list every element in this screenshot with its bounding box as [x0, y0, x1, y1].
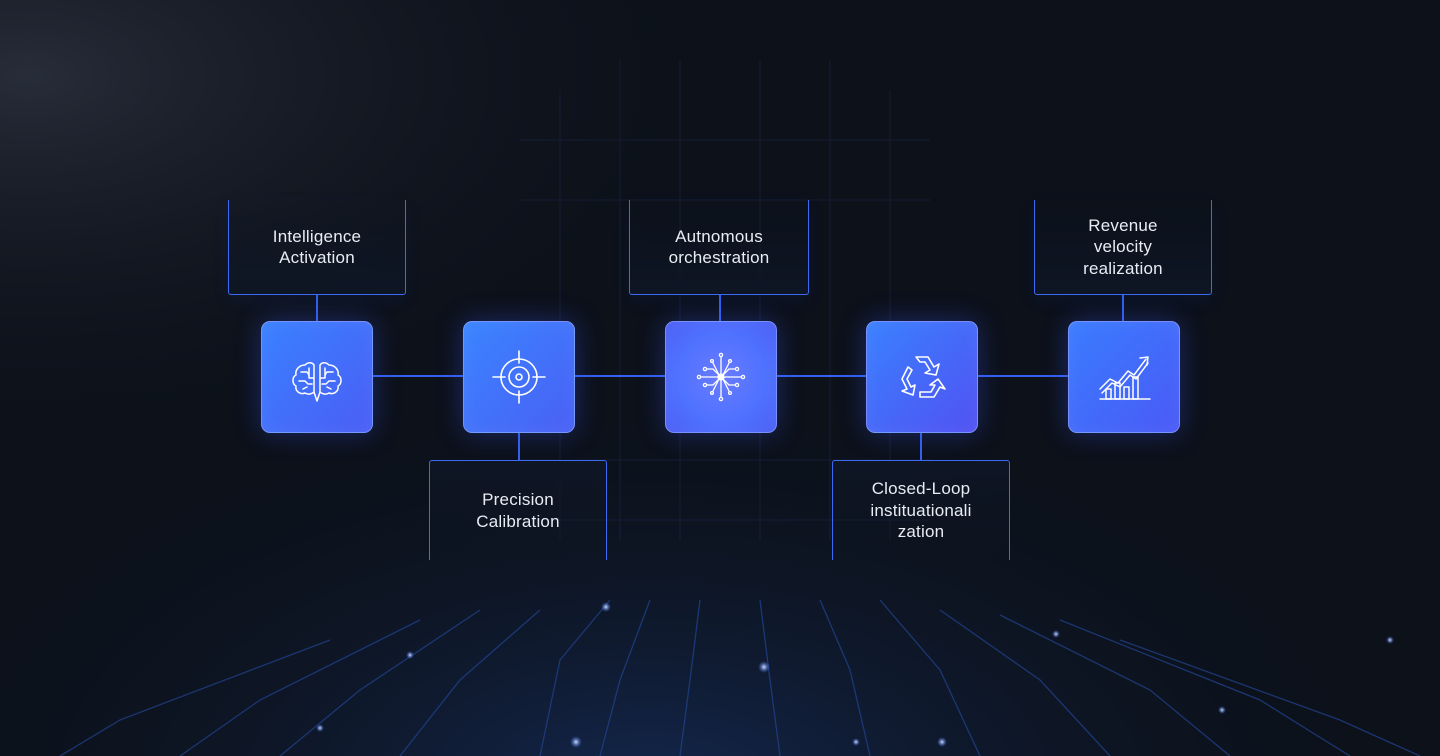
connector-label-autonomous: [719, 294, 721, 321]
step-label-closed-loop: Closed-Loop instituationali zation: [832, 460, 1010, 560]
step-label-revenue: Revenue velocity realization: [1034, 200, 1212, 295]
step-node-revenue: [1068, 321, 1180, 433]
step-node-autonomous: [665, 321, 777, 433]
connector-label-precision: [518, 432, 520, 461]
connector-label-intelligence: [316, 294, 318, 321]
connector-3-4: [776, 375, 866, 377]
connector-4-5: [977, 375, 1068, 377]
step-node-closed-loop: [866, 321, 978, 433]
connector-2-3: [574, 375, 665, 377]
connector-label-closed-loop: [920, 432, 922, 461]
connector-1-2: [372, 375, 463, 377]
step-label-precision: Precision Calibration: [429, 460, 607, 560]
step-node-intelligence: [261, 321, 373, 433]
step-label-autonomous: Autnomous orchestration: [629, 200, 809, 295]
step-node-precision: [463, 321, 575, 433]
recycle-icon: [901, 356, 946, 398]
brain-icon: [292, 362, 342, 402]
growth-chart-icon: [1099, 356, 1151, 400]
connector-label-revenue: [1122, 294, 1124, 321]
step-label-intelligence: Intelligence Activation: [228, 200, 406, 295]
target-icon: [492, 350, 546, 404]
network-hub-icon: [696, 352, 746, 402]
